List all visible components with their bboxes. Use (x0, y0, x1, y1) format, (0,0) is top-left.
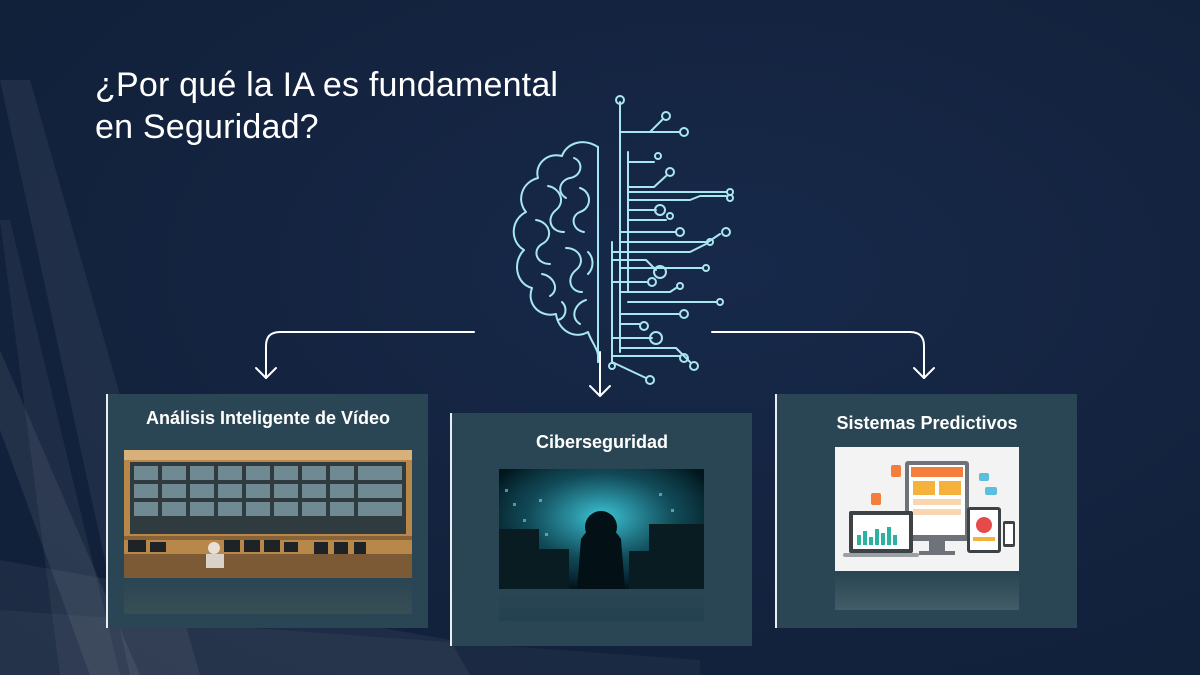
title-line-2: en Seguridad? (95, 108, 319, 146)
hacker-code-image (499, 469, 704, 589)
card-cybersecurity: Ciberseguridad (450, 413, 752, 646)
devices-dashboard-image (835, 447, 1019, 571)
image-reflection (124, 580, 412, 614)
card-title: Análisis Inteligente de Vídeo (145, 408, 391, 428)
brain-circuit-icon (512, 95, 734, 385)
card-title: Ciberseguridad (535, 432, 669, 452)
slide-title: ¿Por qué la IA es fundamental en Segurid… (95, 64, 558, 148)
card-title: Sistemas Predictivos (836, 413, 1018, 433)
video-control-room-image (124, 450, 412, 578)
card-predictive-systems: Sistemas Predictivos (775, 394, 1077, 628)
title-line-1: ¿Por qué la IA es fundamental (95, 66, 559, 104)
image-reflection (835, 574, 1019, 610)
image-reflection (499, 591, 704, 621)
card-video-analytics: Análisis Inteligente de Vídeo (106, 394, 428, 628)
